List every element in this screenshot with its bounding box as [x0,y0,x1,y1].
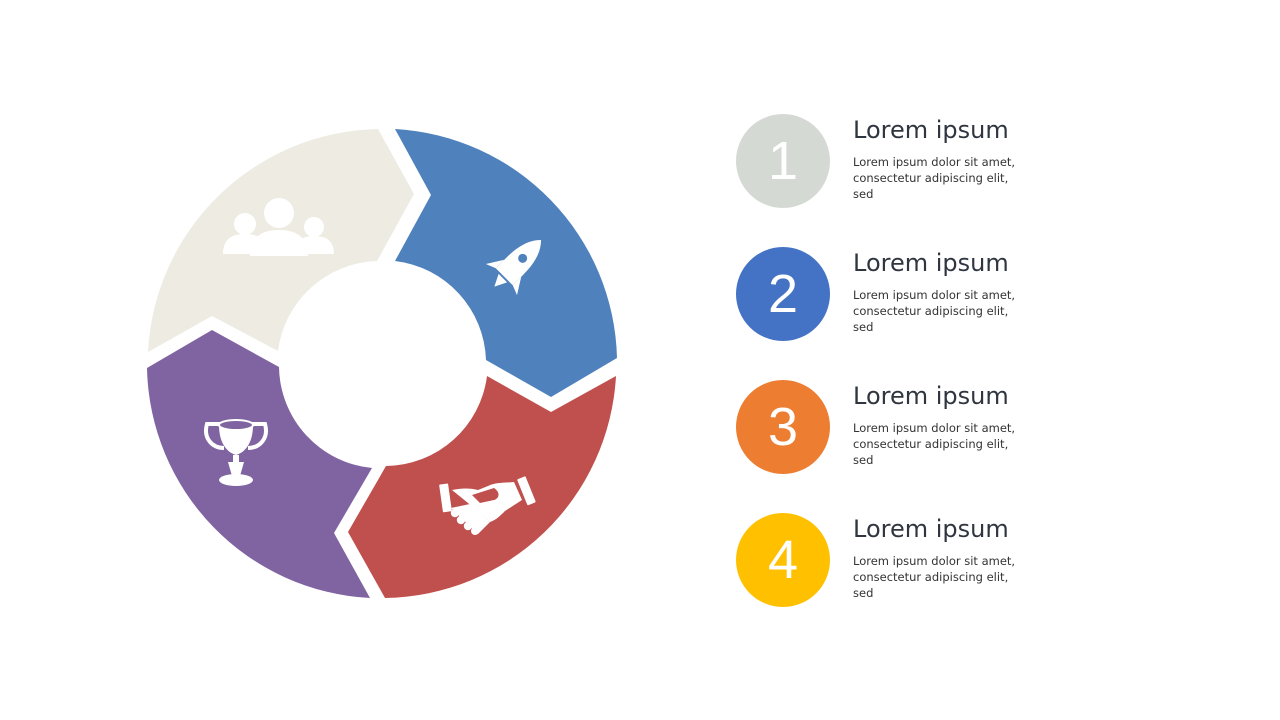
cycle-segment-4 [147,330,372,598]
rocket-icon [485,239,542,296]
handshake-icon [439,476,536,535]
number-badge-3: 3 [736,380,830,474]
item-title-4: Lorem ipsum [853,515,1009,543]
number-4: 4 [767,530,799,590]
item-title-2: Lorem ipsum [853,249,1009,277]
cycle-segment-3 [348,376,616,598]
list-item-4: 4 Lorem ipsum Lorem ipsum dolor sit amet… [736,513,1156,613]
list-item-1: 1 Lorem ipsum Lorem ipsum dolor sit amet… [736,114,1156,214]
number-3: 3 [767,397,799,457]
people-icon [223,198,334,256]
item-title-1: Lorem ipsum [853,116,1009,144]
item-text-2: Lorem ipsum dolor sit amet, consectetur … [853,288,1016,334]
item-text-4: Lorem ipsum dolor sit amet, consectetur … [853,554,1016,600]
item-text-3: Lorem ipsum dolor sit amet, consectetur … [853,421,1016,467]
number-2: 2 [767,264,799,324]
list-item-2: 2 Lorem ipsum Lorem ipsum dolor sit amet… [736,247,1156,347]
number-badge-2: 2 [736,247,830,341]
item-text-1: Lorem ipsum dolor sit amet, consectetur … [853,155,1016,201]
item-title-3: Lorem ipsum [853,382,1009,410]
trophy-icon [204,419,268,486]
number-1: 1 [767,131,799,191]
number-badge-1: 1 [736,114,830,208]
list-item-3: 3 Lorem ipsum Lorem ipsum dolor sit amet… [736,380,1156,480]
number-badge-4: 4 [736,513,830,607]
